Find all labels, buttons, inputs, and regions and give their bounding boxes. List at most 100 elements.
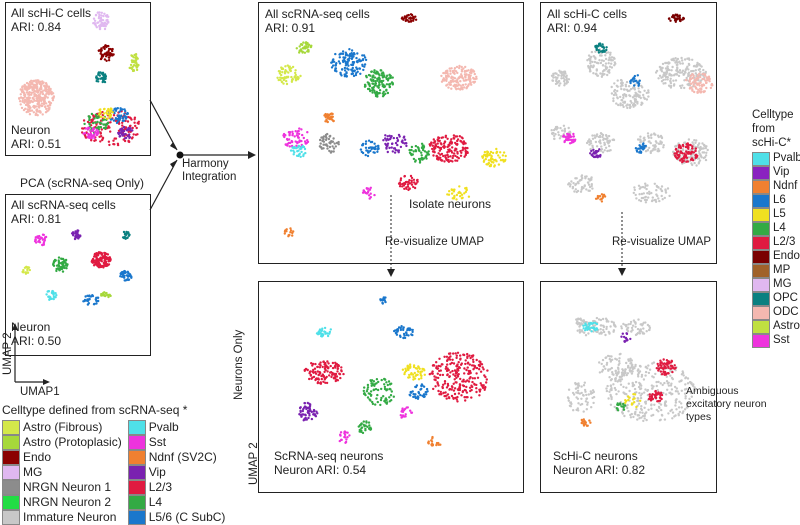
legend-swatch [752,306,770,320]
legend-item: L5/6 (C SubC) [127,509,226,525]
panel-title: ScRNA-seq neurons [274,449,384,463]
legend-swatch [2,509,20,525]
cell-points [566,316,697,427]
legend-label: NRGN Neuron 2 [23,494,112,509]
legend-label: L4 [773,222,786,235]
pca-heading: PCA (scRNA-seq Only) [20,176,145,190]
legend-item: Astro [752,320,800,334]
umap-axes-arrows [12,323,50,385]
legend-swatch [127,449,146,465]
legend-item: NRGN Neuron 2 [2,494,122,510]
legend-label: OPC [773,292,798,305]
revisualize-label-right: Re-visualize UMAP [610,236,714,249]
legend-swatch [2,464,20,480]
legend-swatch [127,479,146,495]
legend-label: Sst [773,334,790,347]
legend-item: L2/3 [752,236,800,250]
legend-scrna: Celltype defined from scRNA-seq * Astro … [2,403,225,525]
legend-swatch [752,222,770,236]
legend-item: L5 [752,208,800,222]
ari-score: ARI: 0.84 [11,20,62,34]
legend-item: NRGN Neuron 1 [2,479,122,495]
dashed-arrow [387,195,395,277]
cell-points [298,296,489,447]
legend-label: Pvalb [148,419,179,434]
legend-label: Endo [23,449,52,464]
legend-item: Sst [127,434,226,450]
harmony-integration-label: Harmony Integration [182,158,237,183]
scatter-plot [566,316,697,427]
scatter-plot [550,13,714,204]
legend-label: ODC [773,306,799,319]
legend-label: Pvalb [773,152,800,165]
ambiguous-annotation: Ambiguous excitatory neuron types [686,385,767,423]
ari-score: Neuron ARI: 0.82 [553,463,646,477]
legend-item: Vip [127,464,226,480]
legend-swatch [127,434,146,450]
cell-points [18,11,140,147]
legend-label: L2/3 [148,479,173,494]
scatter-plot [298,296,489,447]
legend-label: L6 [773,194,786,207]
legend-item: Endo [2,449,122,465]
legend-label: Ndnf [773,180,798,193]
legend-item: Sst [752,334,800,348]
legend-label: Vip [148,464,166,479]
scatter-plot [21,229,133,306]
neurons-only-label: Neurons Only [233,329,245,400]
panel-title: All scHi-C cells [11,6,92,20]
legend-label: L5/6 (C SubC) [148,509,226,524]
panel-title: All scHi-C cells [547,7,628,21]
cell-points [276,13,507,238]
legend-swatch [2,449,20,465]
legend-label: Astro [773,320,800,333]
legend-item: OPC [752,292,800,306]
legend-swatch [2,494,20,510]
legend-item: L2/3 [127,479,226,495]
legend-item: L6 [752,194,800,208]
subset-title: Neuron [11,320,51,334]
panel-title: All scRNA-seq cells [265,7,370,21]
integration-arrows [149,99,256,211]
legend-swatch [752,264,770,278]
legend-item: Ndnf (SV2C) [127,449,226,465]
legend-swatch [752,292,770,306]
panel-title: All scRNA-seq cells [11,198,116,212]
ari-score: ARI: 0.94 [547,21,598,35]
legend-swatch [752,236,770,250]
subset-ari: ARI: 0.51 [11,137,62,151]
legend-label: MP [773,264,791,277]
legend-swatch [752,250,770,264]
legend-item: Endo [752,250,800,264]
panel-title: ScHi-C neurons [553,449,638,463]
legend-item: MG [752,278,800,292]
legend-label: Vip [773,166,790,179]
legend-swatch [752,334,770,348]
legend-title: Celltype from scHi-C* [752,109,794,149]
legend-swatch [127,509,146,525]
legend-label: Ndnf (SV2C) [148,449,217,464]
scatter-plot [18,11,140,147]
legend-item: Ndnf [752,180,800,194]
subset-title: Neuron [11,123,51,137]
legend-swatch [752,166,770,180]
legend-swatch [2,479,20,495]
umap2-axis-label-bottom: UMAP 2 [248,442,260,485]
legend-item: ODC [752,306,800,320]
legend-swatch [127,494,146,510]
cell-points [550,13,714,204]
cell-points [21,229,133,306]
legend-swatch [127,464,146,480]
ari-score: ARI: 0.91 [265,21,316,35]
legend-swatch [2,419,20,435]
legend-label: NRGN Neuron 1 [23,479,112,494]
legend-label: Sst [148,434,167,449]
legend-item: Astro (Fibrous) [2,419,122,435]
umap1-axis-label: UMAP1 [20,386,60,398]
legend-swatch [2,434,20,450]
legend-label: L4 [148,494,163,509]
legend-item: L4 [752,222,800,236]
